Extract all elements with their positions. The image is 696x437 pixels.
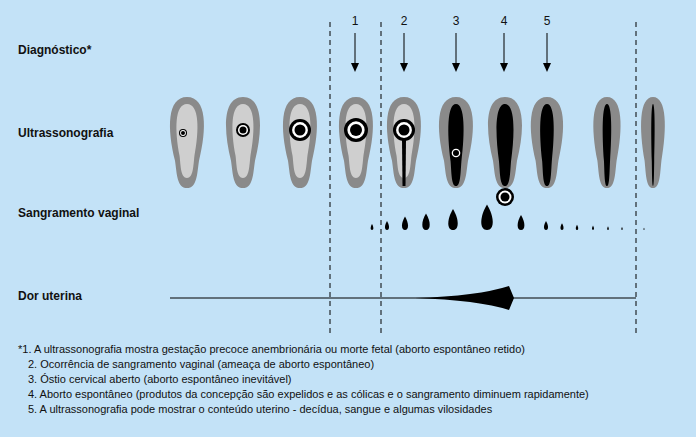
gestational-sac (236, 123, 250, 137)
arrow-shaft (404, 33, 405, 64)
blood-drop (448, 209, 457, 230)
uterine-cavity (448, 104, 463, 186)
callout-number: 4 (501, 14, 508, 28)
arrow-shaft (355, 33, 356, 64)
gestational-sac (396, 122, 412, 138)
gestational-sac (179, 129, 187, 137)
footnote: *1. A ultrassonografia mostra gestação p… (18, 343, 525, 355)
gestational-sac (450, 147, 462, 159)
blood-drop (576, 225, 578, 230)
gestational-sac (238, 125, 248, 135)
blood-drop (371, 224, 374, 230)
uterus (641, 97, 665, 188)
gestational-sac (240, 127, 247, 134)
uterus-sequence (170, 97, 665, 188)
bleeding-drops (371, 188, 645, 230)
blood-drop (402, 217, 408, 231)
gestational-sac (295, 125, 306, 136)
uterine-cavity (176, 104, 197, 178)
gestational-sac (344, 118, 368, 142)
blood-drop (643, 228, 644, 230)
uterus (593, 97, 620, 188)
callout-number: 3 (453, 14, 460, 28)
arrow-head (452, 63, 460, 72)
arrow-shaft (504, 33, 505, 64)
arrow-shaft (547, 33, 548, 64)
uterus (283, 97, 317, 188)
uterus (339, 97, 373, 188)
phase-dividers (330, 22, 636, 335)
callout-number: 2 (401, 14, 408, 28)
uterine-cavity (651, 104, 654, 186)
uterine-cavity (232, 104, 253, 178)
gestational-sac (292, 122, 308, 138)
gestational-sac (499, 191, 512, 204)
callout-number: 5 (544, 14, 551, 28)
blood-drop (481, 205, 492, 231)
blood-drop (385, 221, 389, 230)
footnote: 5. A ultrassonografia pode mostrar o con… (28, 403, 492, 415)
callout-number: 1 (352, 14, 359, 28)
gestational-sac (180, 130, 186, 136)
blood-drop (422, 214, 429, 231)
footnote: 3. Óstio cervical aberto (aborto espontâ… (28, 373, 292, 385)
blood-drop (592, 226, 594, 231)
gestational-sac (453, 150, 459, 156)
gestational-sac (399, 125, 410, 136)
gestational-sac (289, 119, 311, 141)
cervical-canal (402, 140, 406, 186)
blood-drop (621, 227, 622, 230)
pain-curve (170, 286, 636, 310)
gestational-sac (501, 193, 510, 202)
arrow-head (500, 63, 508, 72)
uterus (226, 97, 260, 188)
footnote: 2. Ocorrência de sangramento vaginal (am… (28, 358, 374, 370)
row-heading: Diagnóstico* (18, 43, 91, 57)
uterine-cavity (289, 104, 310, 178)
row-heading: Sangramento vaginal (18, 206, 139, 220)
gestational-sac (347, 121, 364, 138)
blood-drop (607, 226, 609, 230)
row-heading: Dor uterina (18, 289, 82, 303)
diagnosis-arrows (351, 33, 551, 72)
uterus (387, 97, 421, 188)
uterus (170, 97, 204, 188)
arrow-head (400, 63, 408, 72)
blood-drop (518, 215, 525, 230)
uterine-cavity (497, 104, 514, 186)
uterine-cavity (540, 104, 554, 186)
uterine-cavity (603, 104, 611, 186)
arrow-head (351, 63, 359, 72)
gestational-sac (496, 188, 514, 206)
blood-drop (544, 221, 548, 230)
row-heading: Ultrassonografia (18, 126, 113, 140)
uterus (531, 97, 563, 188)
uterus (439, 97, 473, 188)
arrow-shaft (456, 33, 457, 64)
blood-drop (560, 223, 563, 230)
gestational-sac (452, 149, 461, 158)
arrow-head (543, 63, 551, 72)
gestational-sac (393, 119, 415, 141)
gestational-sac (350, 124, 362, 136)
gestational-sac (181, 131, 185, 135)
footnote: 4. Aborto espontâneo (produtos da concep… (28, 388, 589, 400)
uterus (488, 97, 522, 188)
